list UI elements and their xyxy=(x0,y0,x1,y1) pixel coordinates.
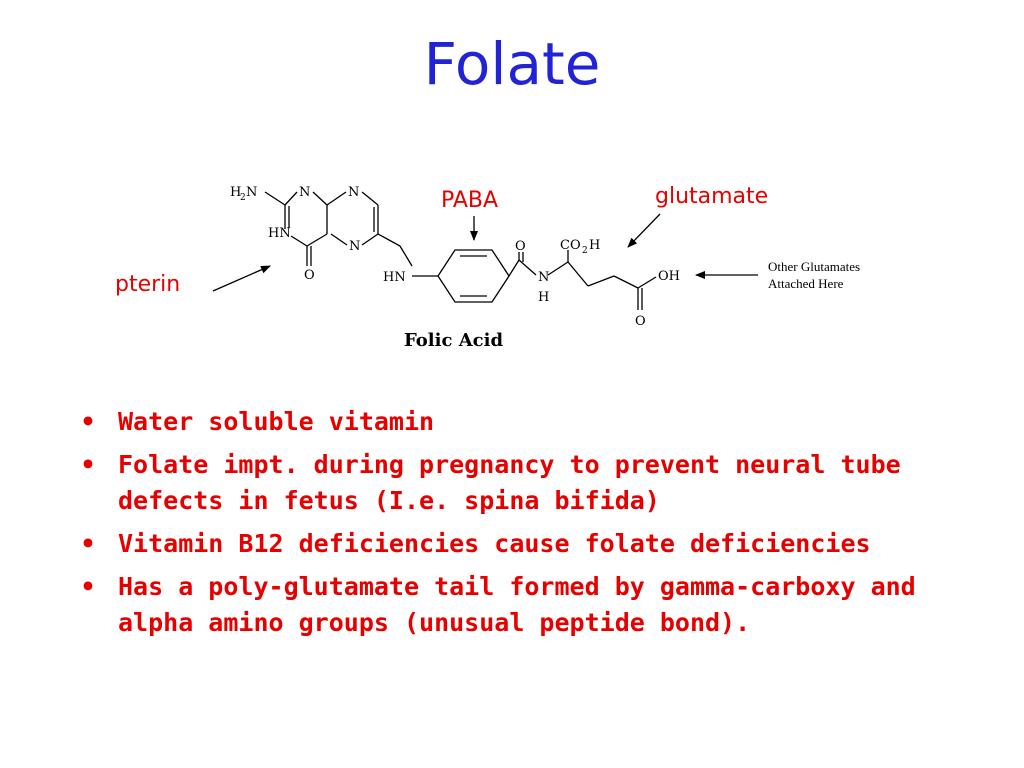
atom-hn-ring: HN xyxy=(268,226,291,241)
atom-n3: N xyxy=(349,239,360,254)
atom-hn-link: HN xyxy=(383,270,406,285)
atom-co2h-h: H xyxy=(589,238,600,253)
pterin-bonds xyxy=(264,191,413,267)
bullet-text: Vitamin B12 deficiencies cause folate de… xyxy=(118,529,871,558)
atom-h2n-subscript: 2 xyxy=(240,193,246,203)
glutamate-arrow xyxy=(627,213,661,248)
bullet-item: • Folate impt. during pregnancy to preven… xyxy=(80,447,930,519)
atom-h2n-n: N xyxy=(246,185,257,200)
atom-o-tail: O xyxy=(635,314,646,329)
other-glutamates-note-line1: Other Glutamates xyxy=(768,259,860,274)
folic-acid-caption: Folic Acid xyxy=(404,330,503,351)
bullet-text: Folate impt. during pregnancy to prevent… xyxy=(118,450,901,515)
bullet-marker: • xyxy=(80,450,96,479)
paba-bonds xyxy=(412,249,537,303)
bullet-item: • Vitamin B12 deficiencies cause folate d… xyxy=(80,526,930,562)
atom-co2h-co: CO xyxy=(560,238,581,253)
atom-o-ring: O xyxy=(304,268,315,283)
glutamate-label: glutamate xyxy=(655,184,769,209)
glutamate-bonds xyxy=(547,250,657,310)
slide-title: Folate xyxy=(423,30,601,98)
atom-o-amide: O xyxy=(515,239,526,254)
bullet-item: • Water soluble vitamin xyxy=(80,404,930,440)
atom-co2h-subscript: 2 xyxy=(582,246,588,256)
bullet-text: Has a poly-glutamate tail formed by gamm… xyxy=(118,572,916,637)
folic-acid-structure: H 2 N N N HN N O HN O N H CO 2 H OH O Ot… xyxy=(212,185,860,351)
pterin-label: pterin xyxy=(115,272,181,297)
bullet-text: Water soluble vitamin xyxy=(118,407,435,436)
atom-n-amide: N xyxy=(538,270,549,285)
bullet-list: • Water soluble vitamin • Folate impt. dur… xyxy=(80,404,930,648)
bullet-marker: • xyxy=(80,407,96,436)
atom-h-amide: H xyxy=(538,290,549,305)
bullet-marker: • xyxy=(80,529,96,558)
pterin-arrow xyxy=(212,265,271,292)
bullet-marker: • xyxy=(80,572,96,601)
paba-label: PABA xyxy=(441,188,499,213)
atom-n2: N xyxy=(348,185,359,200)
atom-h2n-h: H xyxy=(230,185,241,200)
atom-oh: OH xyxy=(658,269,680,284)
bullet-item: • Has a poly-glutamate tail formed by gam… xyxy=(80,569,930,641)
atom-n1: N xyxy=(299,185,310,200)
other-glutamates-note-line2: Attached Here xyxy=(768,276,844,291)
